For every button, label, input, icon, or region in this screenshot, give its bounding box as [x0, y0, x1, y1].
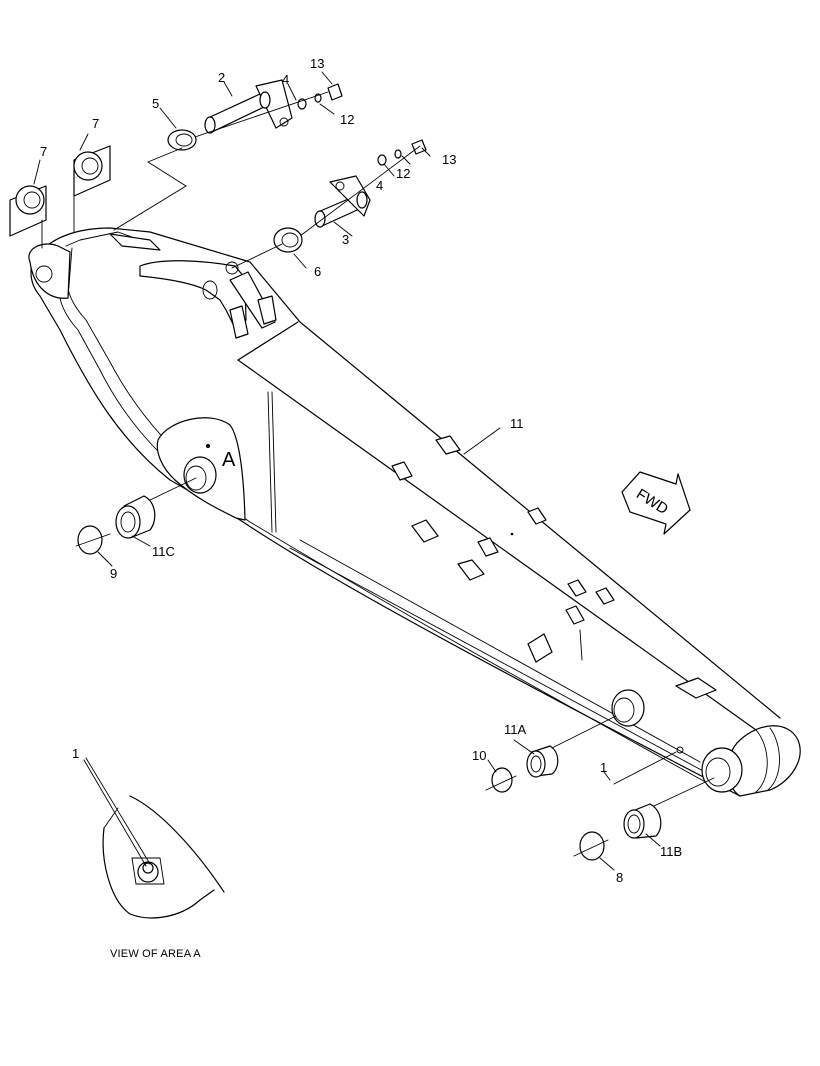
callout-13-upper: 13 [310, 56, 324, 71]
forward-direction-arrow: FWD [621, 471, 691, 535]
grease-fitting-1 [613, 751, 677, 785]
callout-3: 3 [342, 232, 349, 247]
view-caption: VIEW OF AREA A [110, 948, 201, 960]
callout-1-boom: 1 [600, 760, 607, 775]
washer-6 [231, 227, 303, 269]
washer-5 [167, 129, 197, 151]
callout-11: 11 [510, 416, 524, 431]
callout-2: 2 [218, 70, 225, 85]
callout-7-right: 7 [92, 116, 99, 131]
callout-11c: 11C [152, 544, 175, 559]
ring-8 [573, 831, 609, 861]
callout-5: 5 [152, 96, 159, 111]
callout-4-lower: 4 [376, 178, 383, 193]
bushing-11a [526, 715, 617, 778]
plates-7 [9, 145, 187, 249]
callout-6: 6 [314, 264, 321, 279]
bushing-11b [623, 777, 715, 839]
callout-11b: 11B [660, 844, 682, 859]
callout-7-left: 7 [40, 144, 47, 159]
boom-front-end [611, 689, 801, 797]
area-a-marker: A [222, 449, 236, 471]
callout-leaders [33, 71, 661, 871]
callout-labels: 2 4 13 12 5 7 7 13 12 4 3 6 11 A 11C 9 1… [40, 56, 682, 960]
ring-10 [485, 767, 517, 793]
callout-8: 8 [616, 870, 623, 885]
foot-pin-boss [156, 417, 246, 521]
pin-3-assembly [299, 139, 427, 237]
bushing-11c [115, 477, 197, 539]
boom-rear-end [28, 231, 277, 339]
surface-pads [391, 435, 717, 699]
ring-9 [75, 525, 111, 555]
callout-10: 10 [472, 748, 486, 763]
callout-13-lower: 13 [442, 152, 456, 167]
callout-1-view: 1 [72, 746, 79, 761]
pin-2-assembly [185, 79, 343, 141]
callout-9: 9 [110, 566, 117, 581]
callout-4-upper: 4 [282, 72, 289, 87]
view-of-area-a [83, 757, 225, 919]
callout-12-lower: 12 [396, 166, 410, 181]
callout-12-upper: 12 [340, 112, 354, 127]
callout-11a: 11A [504, 722, 526, 737]
